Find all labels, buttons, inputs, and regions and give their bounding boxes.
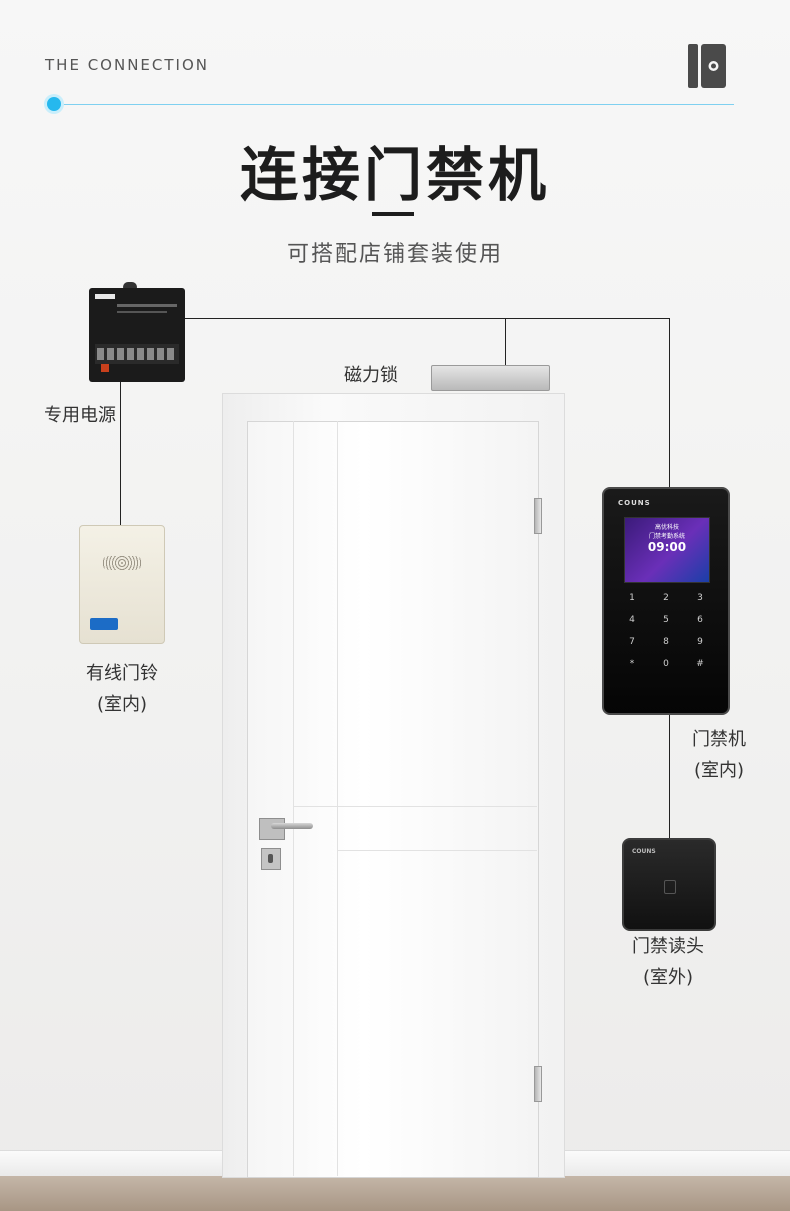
floor [0, 1176, 790, 1211]
door-groove [337, 421, 338, 1176]
door-keyhole [261, 848, 281, 870]
keypad-key: 5 [663, 615, 669, 625]
keypad-key: 2 [663, 593, 669, 603]
door-handle [271, 823, 313, 829]
door-groove [293, 806, 537, 807]
screen-line-1: 高优科技 [654, 524, 679, 531]
screen-time: 09:00 [647, 540, 687, 554]
doorbell-label: 有线门铃 [86, 663, 158, 684]
keypad-key: 6 [697, 615, 703, 625]
page-title: 连接门禁机 [239, 141, 550, 209]
access-panel-screen: 高优科技 门禁考勤系统 09:00 [624, 517, 710, 583]
card-reader-image: COUNS [622, 838, 716, 931]
door-handle-plate [259, 818, 285, 840]
screen-line-2: 门禁考勤系统 [648, 533, 685, 540]
keypad-key: 3 [697, 593, 703, 603]
door-hinge [534, 1066, 542, 1102]
title-underline [372, 212, 414, 216]
wire-top [120, 318, 670, 319]
card-reader-location: (室外) [642, 967, 694, 988]
access-panel-location: (室内) [693, 760, 745, 781]
wire-to-panel [669, 318, 670, 488]
door [247, 421, 539, 1178]
wire-to-reader [669, 711, 670, 839]
magnetic-lock-image [431, 365, 550, 391]
keypad-key: 1 [629, 593, 635, 603]
section-label: THE CONNECTION [45, 56, 209, 74]
keypad-key: 9 [697, 637, 703, 647]
keypad-key: * [629, 659, 635, 669]
door-groove [293, 421, 294, 1176]
doorbell-location: (室内) [96, 694, 148, 715]
doorbell-speaker-grill [102, 556, 142, 570]
power-supply-label: 专用电源 [44, 405, 116, 426]
wire-to-bell [120, 318, 121, 526]
card-reader-sensor [664, 880, 676, 894]
access-panel-brand: COUNS [618, 499, 651, 507]
doorbell-brand-logo [90, 618, 118, 630]
keypad-key: 8 [663, 637, 669, 647]
door-lock-icon [688, 44, 726, 88]
power-supply-image [89, 282, 185, 382]
wire-to-lock [505, 318, 506, 367]
keypad-key: 4 [629, 615, 635, 625]
keypad-key: # [696, 659, 704, 669]
door-hinge [534, 498, 542, 534]
card-reader-brand: COUNS [632, 848, 656, 855]
access-panel-label: 门禁机 [692, 729, 746, 750]
header-divider [56, 104, 734, 105]
magnetic-lock-label: 磁力锁 [344, 365, 398, 386]
page-subtitle: 可搭配店铺套装使用 [286, 242, 503, 267]
card-reader-label: 门禁读头 [632, 936, 704, 957]
access-panel-image: COUNS 高优科技 门禁考勤系统 09:00 1 2 3 4 5 6 7 8 … [602, 487, 730, 715]
accent-dot [47, 97, 61, 111]
keypad-key: 7 [629, 637, 635, 647]
keypad-key: 0 [663, 659, 669, 669]
door-groove [337, 850, 537, 851]
doorbell-image [79, 525, 165, 644]
